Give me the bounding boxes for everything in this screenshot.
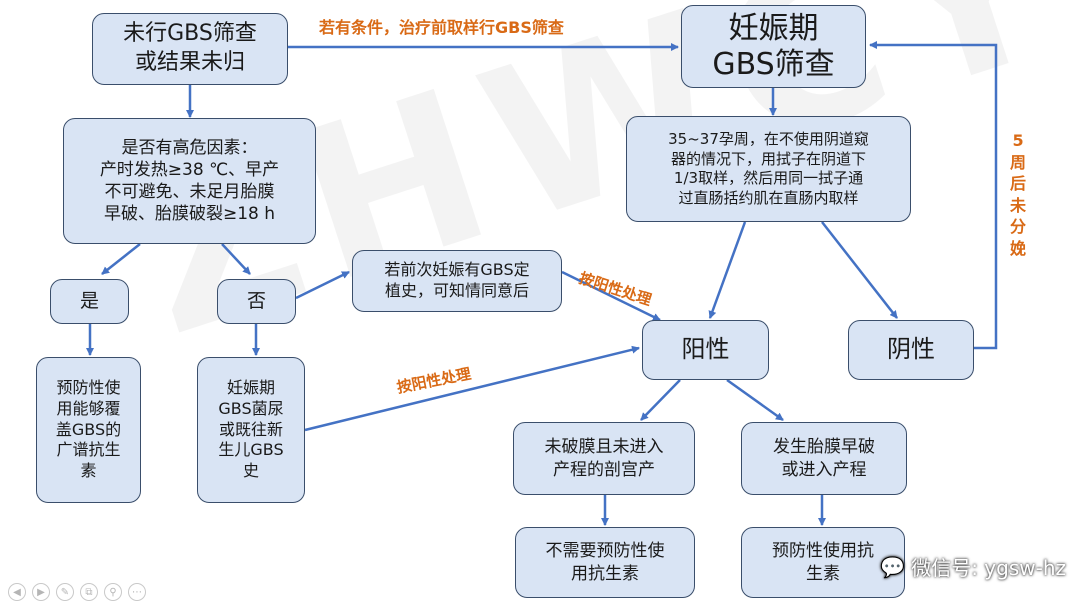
arrow-sampling-to-negative (821, 221, 898, 319)
arrow-sampling-to-positive (708, 221, 747, 319)
node-gbs-history: 妊娠期 GBS菌尿 或既往新 生儿GBS 史 (197, 357, 305, 503)
arrow-positive-to-rupture (726, 378, 784, 422)
node-yes: 是 (50, 279, 129, 324)
wechat-id-text: 微信号: ygsw-hz (911, 556, 1066, 580)
more-icon[interactable]: ⋯ (128, 583, 146, 601)
label-conditional-screening: 若有条件，治疗前取样行GBS筛查 (319, 18, 564, 37)
arrow-history-to-positive (304, 345, 640, 432)
node-no-prophylaxis: 不需要预防性使 用抗生素 (515, 527, 695, 598)
arrow-prior-to-positive (561, 270, 661, 322)
node-cesarean-no-rupture: 未破膜且未进入 产程的剖宫产 (513, 422, 695, 495)
presentation-toolbar: ◀ ▶ ✎ ⧉ ⚲ ⋯ (8, 583, 146, 601)
copy-icon[interactable]: ⧉ (80, 583, 98, 601)
node-prophylaxis: 预防性使用抗 生素 (741, 527, 905, 598)
node-rupture-or-labor: 发生胎膜早破 或进入产程 (741, 422, 907, 495)
node-negative: 阴性 (848, 320, 974, 380)
back-icon[interactable]: ◀ (8, 583, 26, 601)
wechat-icon: 💬 (880, 554, 906, 579)
node-positive: 阳性 (642, 320, 769, 380)
wechat-credit: 💬 微信号: ygsw-hz (880, 552, 1066, 581)
label-recheck-5-weeks: 5 周 后 未 分 娩 (1010, 131, 1027, 258)
zoom-icon[interactable]: ⚲ (104, 583, 122, 601)
node-no-screen: 未行GBS筛查 或结果未归 (92, 13, 288, 85)
node-prophylaxis-broad: 预防性使 用能够覆 盖GBS的 广谱抗生 素 (36, 357, 141, 503)
forward-icon[interactable]: ▶ (32, 583, 50, 601)
node-pregnancy-gbs-screen: 妊娠期 GBS筛查 (681, 5, 866, 88)
node-prior-history: 若前次妊娠有GBS定 植史，可知情同意后 (352, 250, 562, 312)
node-risk-factors: 是否有高危因素： 产时发热≥38 ℃、早产 不可避免、未足月胎膜 早破、胎膜破裂… (63, 118, 316, 244)
arrow-risk-to-yes (101, 243, 141, 275)
node-no: 否 (217, 279, 296, 324)
pen-icon[interactable]: ✎ (56, 583, 74, 601)
arrow-no-to-prior (295, 270, 350, 300)
arrow-positive-to-cesarean (640, 379, 681, 421)
arrow-risk-to-no (221, 243, 251, 275)
arrow-negative-loop (869, 41, 998, 350)
node-sampling-method: 35~37孕周，在不使用阴道窥 器的情况下，用拭子在阴道下 1/3取样，然后用同… (626, 116, 911, 222)
